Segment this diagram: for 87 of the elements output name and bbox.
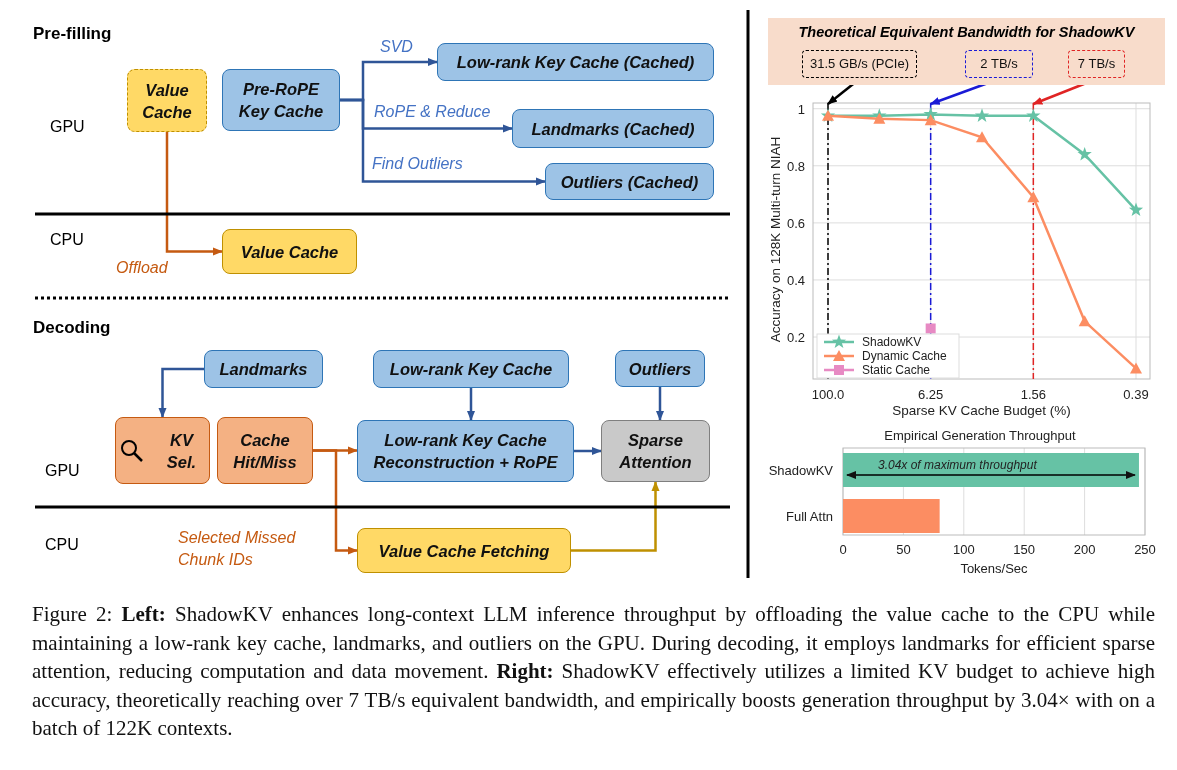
legend-label: ShadowKV xyxy=(862,335,922,349)
tick-label: 0.8 xyxy=(786,158,805,174)
process-box xyxy=(217,417,313,484)
box-label: Value Cache Fetching xyxy=(377,540,551,562)
process-box xyxy=(357,528,571,573)
lane-label: GPU xyxy=(50,118,85,136)
box-label: Low-rank Key Cache (Cached) xyxy=(455,52,696,73)
box-label: Landmarks (Cached) xyxy=(530,118,696,140)
tick-label: 1 xyxy=(797,101,805,117)
tick-label: 0.39 xyxy=(1123,387,1149,402)
point xyxy=(873,112,886,124)
section-heading: Pre-filling xyxy=(33,24,112,44)
arrow xyxy=(656,387,664,421)
arrow xyxy=(340,98,546,186)
point xyxy=(1077,146,1092,161)
tick-label: 0.2 xyxy=(786,330,805,346)
process-box xyxy=(601,420,710,482)
axis-title: Tokens/Sec xyxy=(960,561,1028,576)
process-box xyxy=(222,69,340,131)
process-box xyxy=(512,109,714,148)
chart-title: Theoretical Equivalent Bandwidth for ShadowKV xyxy=(797,24,1137,40)
edge-label: Offload xyxy=(116,258,168,278)
tick-label: 0.6 xyxy=(786,215,805,231)
legend-label: Static Cache xyxy=(862,363,931,377)
box-label: Value Cache xyxy=(141,79,193,123)
annotation-box: 7 TB/s xyxy=(1068,50,1125,78)
annotation-box: 2 TB/s xyxy=(965,50,1033,78)
tick-label: 200 xyxy=(1073,542,1096,557)
process-box xyxy=(115,417,210,484)
process-box xyxy=(545,163,714,200)
tick-label: 0.4 xyxy=(786,272,805,288)
category-label: ShadowKV xyxy=(768,463,833,478)
lane-label: GPU xyxy=(45,462,80,480)
process-box xyxy=(437,43,714,81)
tick-label: 6.25 xyxy=(918,387,944,402)
point xyxy=(1128,202,1144,217)
point xyxy=(1130,362,1142,374)
chart-title: Empirical Generation Throughput xyxy=(883,428,1077,443)
point xyxy=(1027,191,1040,203)
bar-annotation: 3.04x of maximum throughput xyxy=(878,458,1037,472)
point xyxy=(1026,108,1041,122)
box-label: Outliers (Cached) xyxy=(559,171,700,193)
box-label: Cache Hit/Miss xyxy=(232,429,298,473)
point xyxy=(1078,315,1091,327)
tick-label: 50 xyxy=(896,542,911,557)
lane-label: CPU xyxy=(50,231,84,249)
point xyxy=(974,108,990,122)
process-box xyxy=(373,350,569,388)
lane-label: CPU xyxy=(45,536,79,554)
legend-label: Dynamic Cache xyxy=(862,349,947,363)
arrow xyxy=(571,481,660,552)
process-box xyxy=(204,350,323,388)
edge-label: Selected Missed Chunk IDs xyxy=(178,528,297,570)
axis-title: Accuracy on 128K Multi-turn NIAH xyxy=(767,135,783,345)
figure-caption: Figure 2: Left: ShadowKV enhances long-context LLM inference throughput by offloading the value cache to the CPU while maintaining a low-rank key cache, landmarks, and outliers on the GPU. During decoding, it employs landmarks for efficient sparse attention, reducing computation and data movement. Right: ShadowKV effectively utilizes a limited KV budget to achieve high accuracy, theoretically reaching over 7 TB/s equivalent bandwidth, and empirically boosts generation throughput by 3.04× with on a batch of 122K contexts. xyxy=(32,601,1155,742)
box-label: Pre-RoPE Key Cache xyxy=(237,79,325,122)
arrow xyxy=(158,367,204,418)
tick-label: 100 xyxy=(952,542,975,557)
box-label: Value Cache xyxy=(239,241,340,263)
tick-label: 150 xyxy=(1013,542,1036,557)
annotation-box: 31.5 GB/s (PCIe) xyxy=(802,50,917,78)
process-box xyxy=(222,229,357,274)
process-box xyxy=(615,350,705,387)
box-label: Outliers xyxy=(627,358,693,380)
process-box xyxy=(357,420,574,482)
point xyxy=(976,131,988,143)
box-label: KV Sel. xyxy=(165,429,198,473)
point xyxy=(924,114,937,126)
edge-label: SVD xyxy=(380,37,413,57)
box-label: Sparse Attention xyxy=(618,430,693,473)
section-heading: Decoding xyxy=(33,318,111,338)
tick-label: 1.56 xyxy=(1020,387,1046,402)
process-box xyxy=(127,69,207,132)
arrow xyxy=(574,447,602,455)
box-label: Low-rank Key Cache Reconstruction + RoPE xyxy=(372,430,559,473)
arrow xyxy=(313,449,358,555)
arrow xyxy=(467,388,475,421)
tick-label: 0 xyxy=(839,542,847,557)
edge-label: Find Outliers xyxy=(372,154,463,174)
edge-label: RoPE & Reduce xyxy=(374,102,491,122)
category-label: Full Attn xyxy=(786,509,833,524)
tick-label: 100.0 xyxy=(811,387,845,402)
box-label: Low-rank Key Cache xyxy=(388,359,554,380)
arrow xyxy=(165,132,223,256)
box-label: Landmarks xyxy=(218,359,309,380)
axis-title: Sparse KV Cache Budget (%) xyxy=(891,403,1072,418)
tick-label: 250 xyxy=(1134,542,1156,557)
